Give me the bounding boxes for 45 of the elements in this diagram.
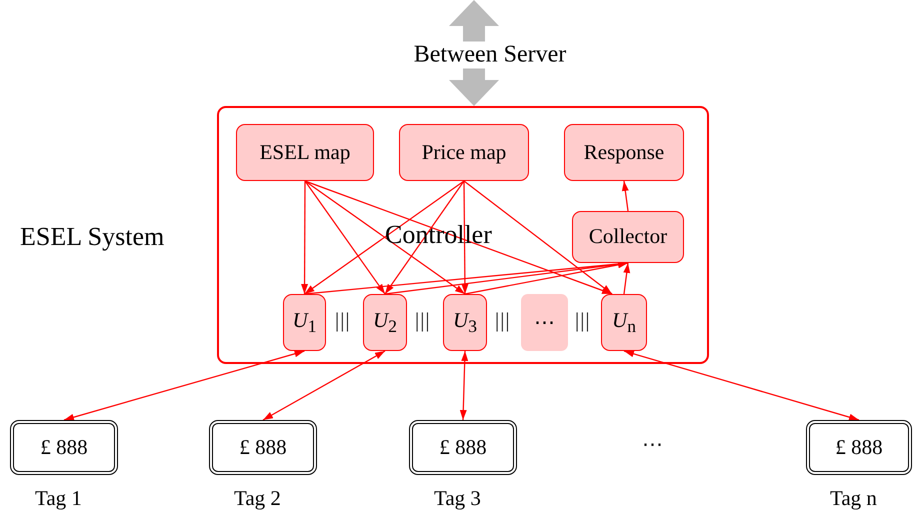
arrow [304,180,386,294]
node-text: U$_{2}$ [373,308,397,336]
separator-marks: ||| [495,308,511,333]
separator-marks: ||| [575,308,591,333]
node-text: £ 888 [835,436,883,460]
node-text: ESEL map [260,140,350,164]
node-text: Collector [588,225,668,249]
arrow [301,181,308,294]
node-text: £ 888 [40,436,88,460]
arrow [461,181,468,294]
node-text: Response [584,140,664,164]
process-box [443,294,487,351]
process-box [572,211,684,263]
node-text: U$_{1}$ [292,308,316,336]
double-arrow [449,0,499,106]
separator-marks: ||| [415,308,431,333]
node-text: U$_{n}$ [612,308,636,336]
arrow [464,261,628,295]
node-caption: Tag n [830,486,877,511]
process-box [601,294,647,351]
node-text: £ 888 [239,436,287,460]
separator-marks: ||| [335,308,351,333]
node-text: Price map [422,140,506,164]
ellipsis: ⋯ [642,432,664,457]
node-caption: Tag 3 [434,486,481,511]
placeholder-box [521,294,568,351]
arrow [64,350,305,421]
node-text: £ 888 [439,436,487,460]
node-caption: ESEL System [20,222,164,252]
process-box [236,124,374,181]
arrow [623,262,630,294]
arrow [624,350,860,421]
process-box [399,124,529,181]
process-box [363,294,407,351]
node-caption: Tag 2 [234,486,281,511]
arrow [464,180,612,294]
arrow [622,180,629,212]
arrow [460,350,468,420]
node-text: ⋯ [534,310,555,334]
node-caption: Tag 1 [35,486,82,511]
arrow [304,180,612,295]
node-text: U$_{3}$ [453,308,477,336]
process-box [564,124,684,181]
process-box [283,294,326,351]
arrow [262,350,386,421]
